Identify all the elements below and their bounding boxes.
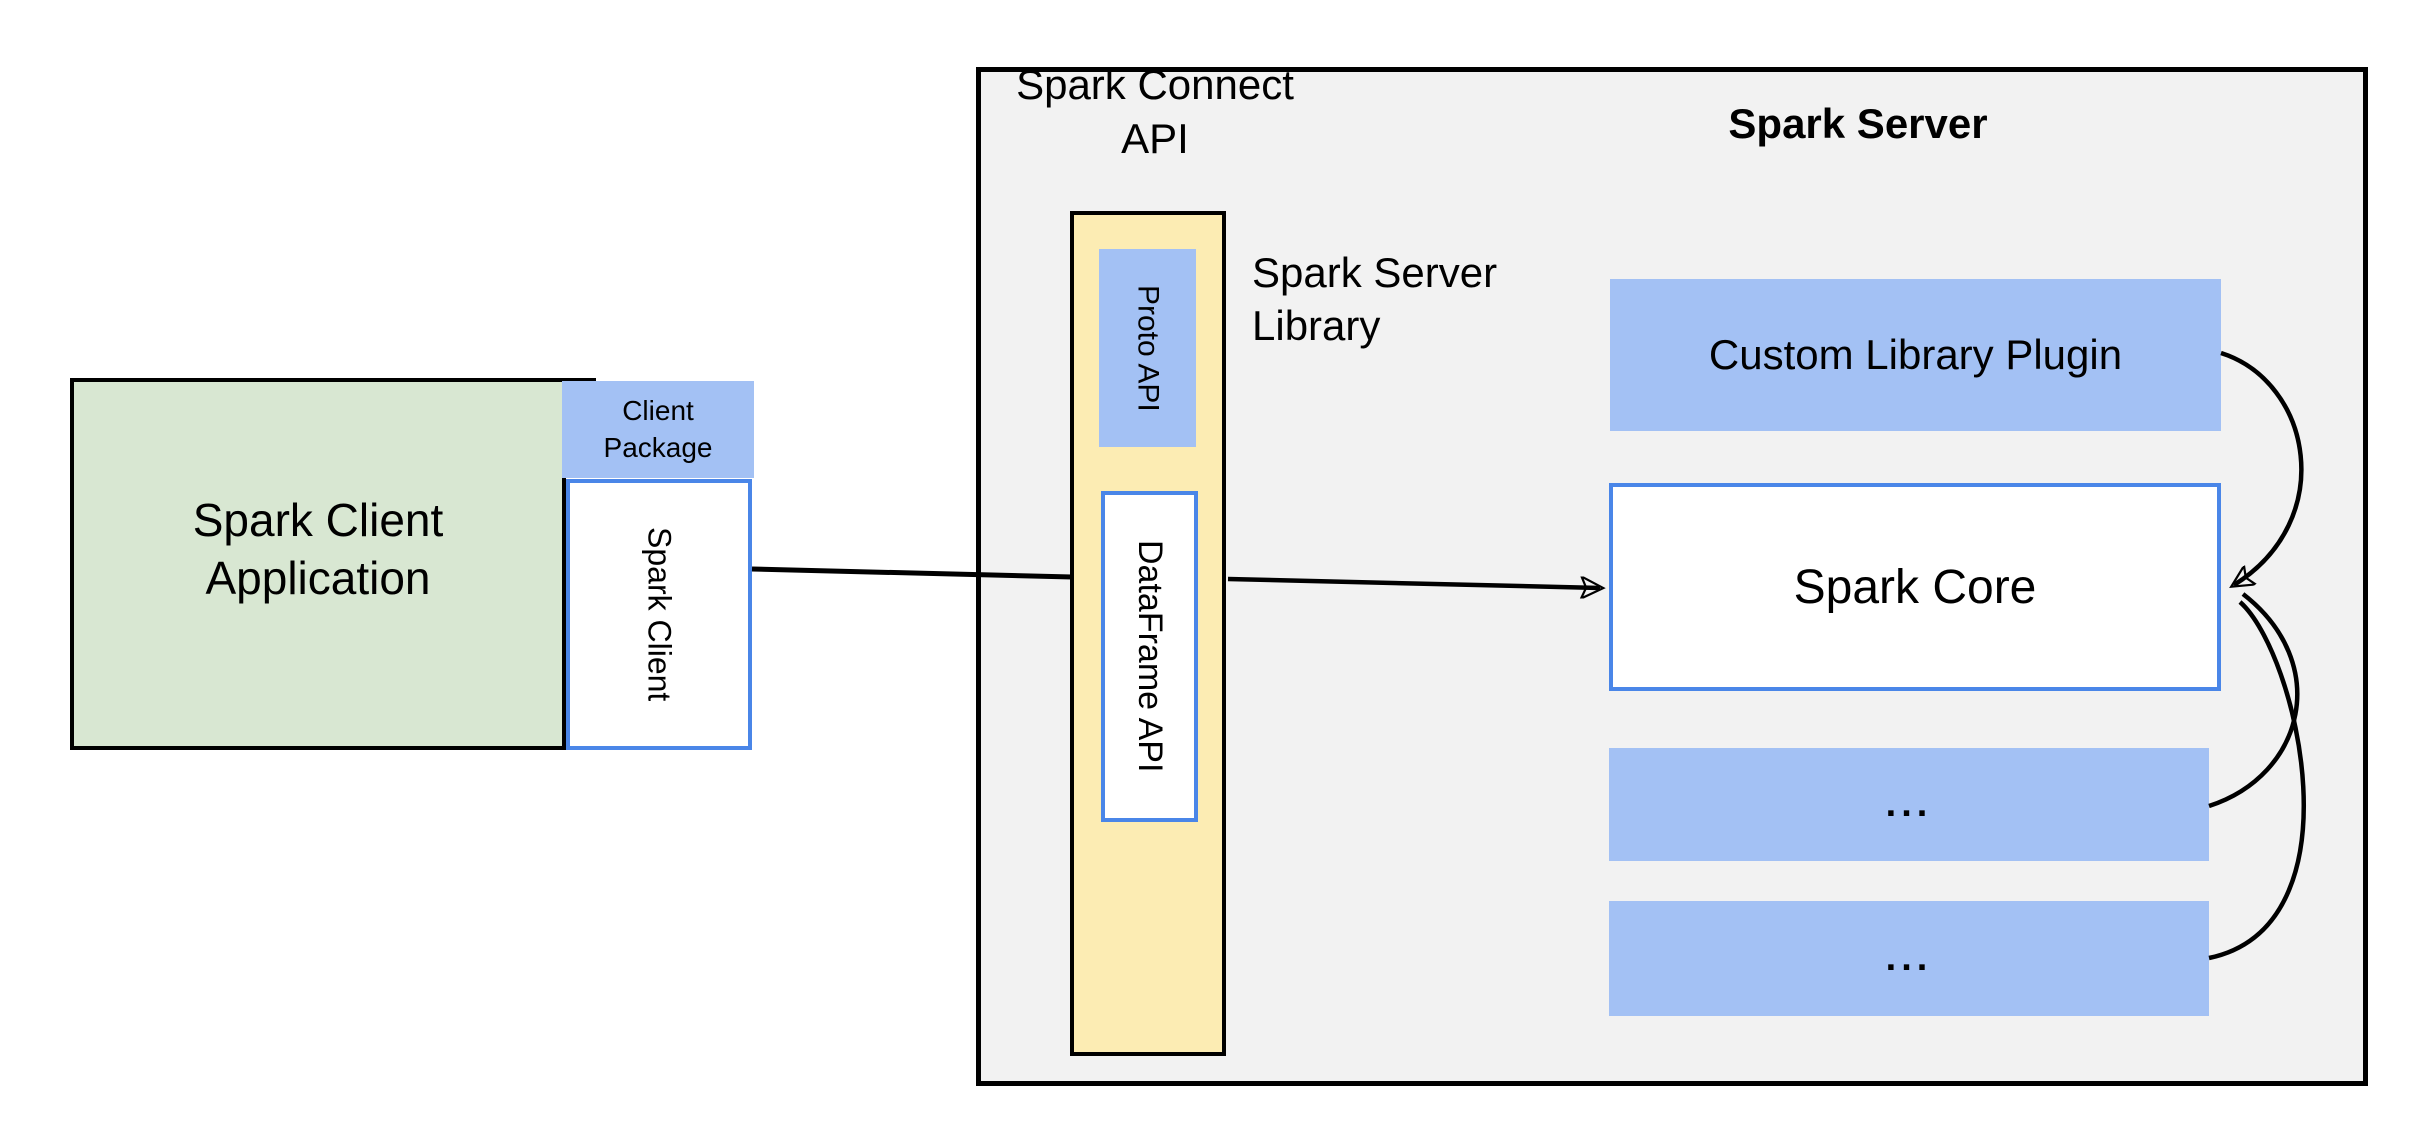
spark-core-box: Spark Core	[1609, 483, 2221, 691]
spark-server-title: Spark Server	[1728, 100, 1988, 147]
proto-api-label: Proto API	[1131, 284, 1165, 412]
green-box-border-overhang	[562, 378, 596, 382]
spark-connect-api-title: Spark Connect API	[905, 58, 1405, 166]
proto-api-box: Proto API	[1099, 249, 1196, 447]
plugin-slot-2-box: ...	[1609, 901, 2209, 1016]
spark-core-label: Spark Core	[1793, 560, 2037, 614]
client-package-box: Client Package	[562, 381, 754, 478]
custom-library-plugin-box: Custom Library Plugin	[1610, 279, 2221, 431]
plugin-slot-2-label: ...	[1885, 937, 1933, 979]
spark-client-box: Spark Client	[566, 479, 752, 750]
client-package-line1: Client	[622, 395, 694, 427]
spark-server-library-line2: Library	[1252, 302, 1381, 350]
spark-client-label: Spark Client	[641, 527, 678, 702]
spark-server-library-line1: Spark Server	[1252, 249, 1498, 296]
spark-connect-api-title-line2: API	[1121, 114, 1189, 162]
plugin-slot-1-box: ...	[1609, 748, 2209, 861]
client-package-label: Client Package	[604, 393, 713, 466]
dataframe-api-box: DataFrame API	[1101, 491, 1198, 822]
spark-client-application-line2: Application	[205, 552, 431, 604]
spark-client-application-label: Spark Client Application	[193, 492, 444, 608]
spark-client-application-box: Spark Client Application	[70, 378, 566, 750]
custom-library-plugin-label: Custom Library Plugin	[1708, 331, 2123, 378]
dataframe-api-label: DataFrame API	[1131, 540, 1169, 773]
client-package-line2: Package	[603, 431, 713, 463]
plugin-slot-1-label: ...	[1885, 783, 1933, 825]
spark-server-library-label: Spark Server Library	[1252, 246, 1672, 353]
spark-client-application-line1: Spark Client	[192, 494, 444, 547]
spark-connect-api-title-line1: Spark Connect	[1016, 61, 1294, 108]
